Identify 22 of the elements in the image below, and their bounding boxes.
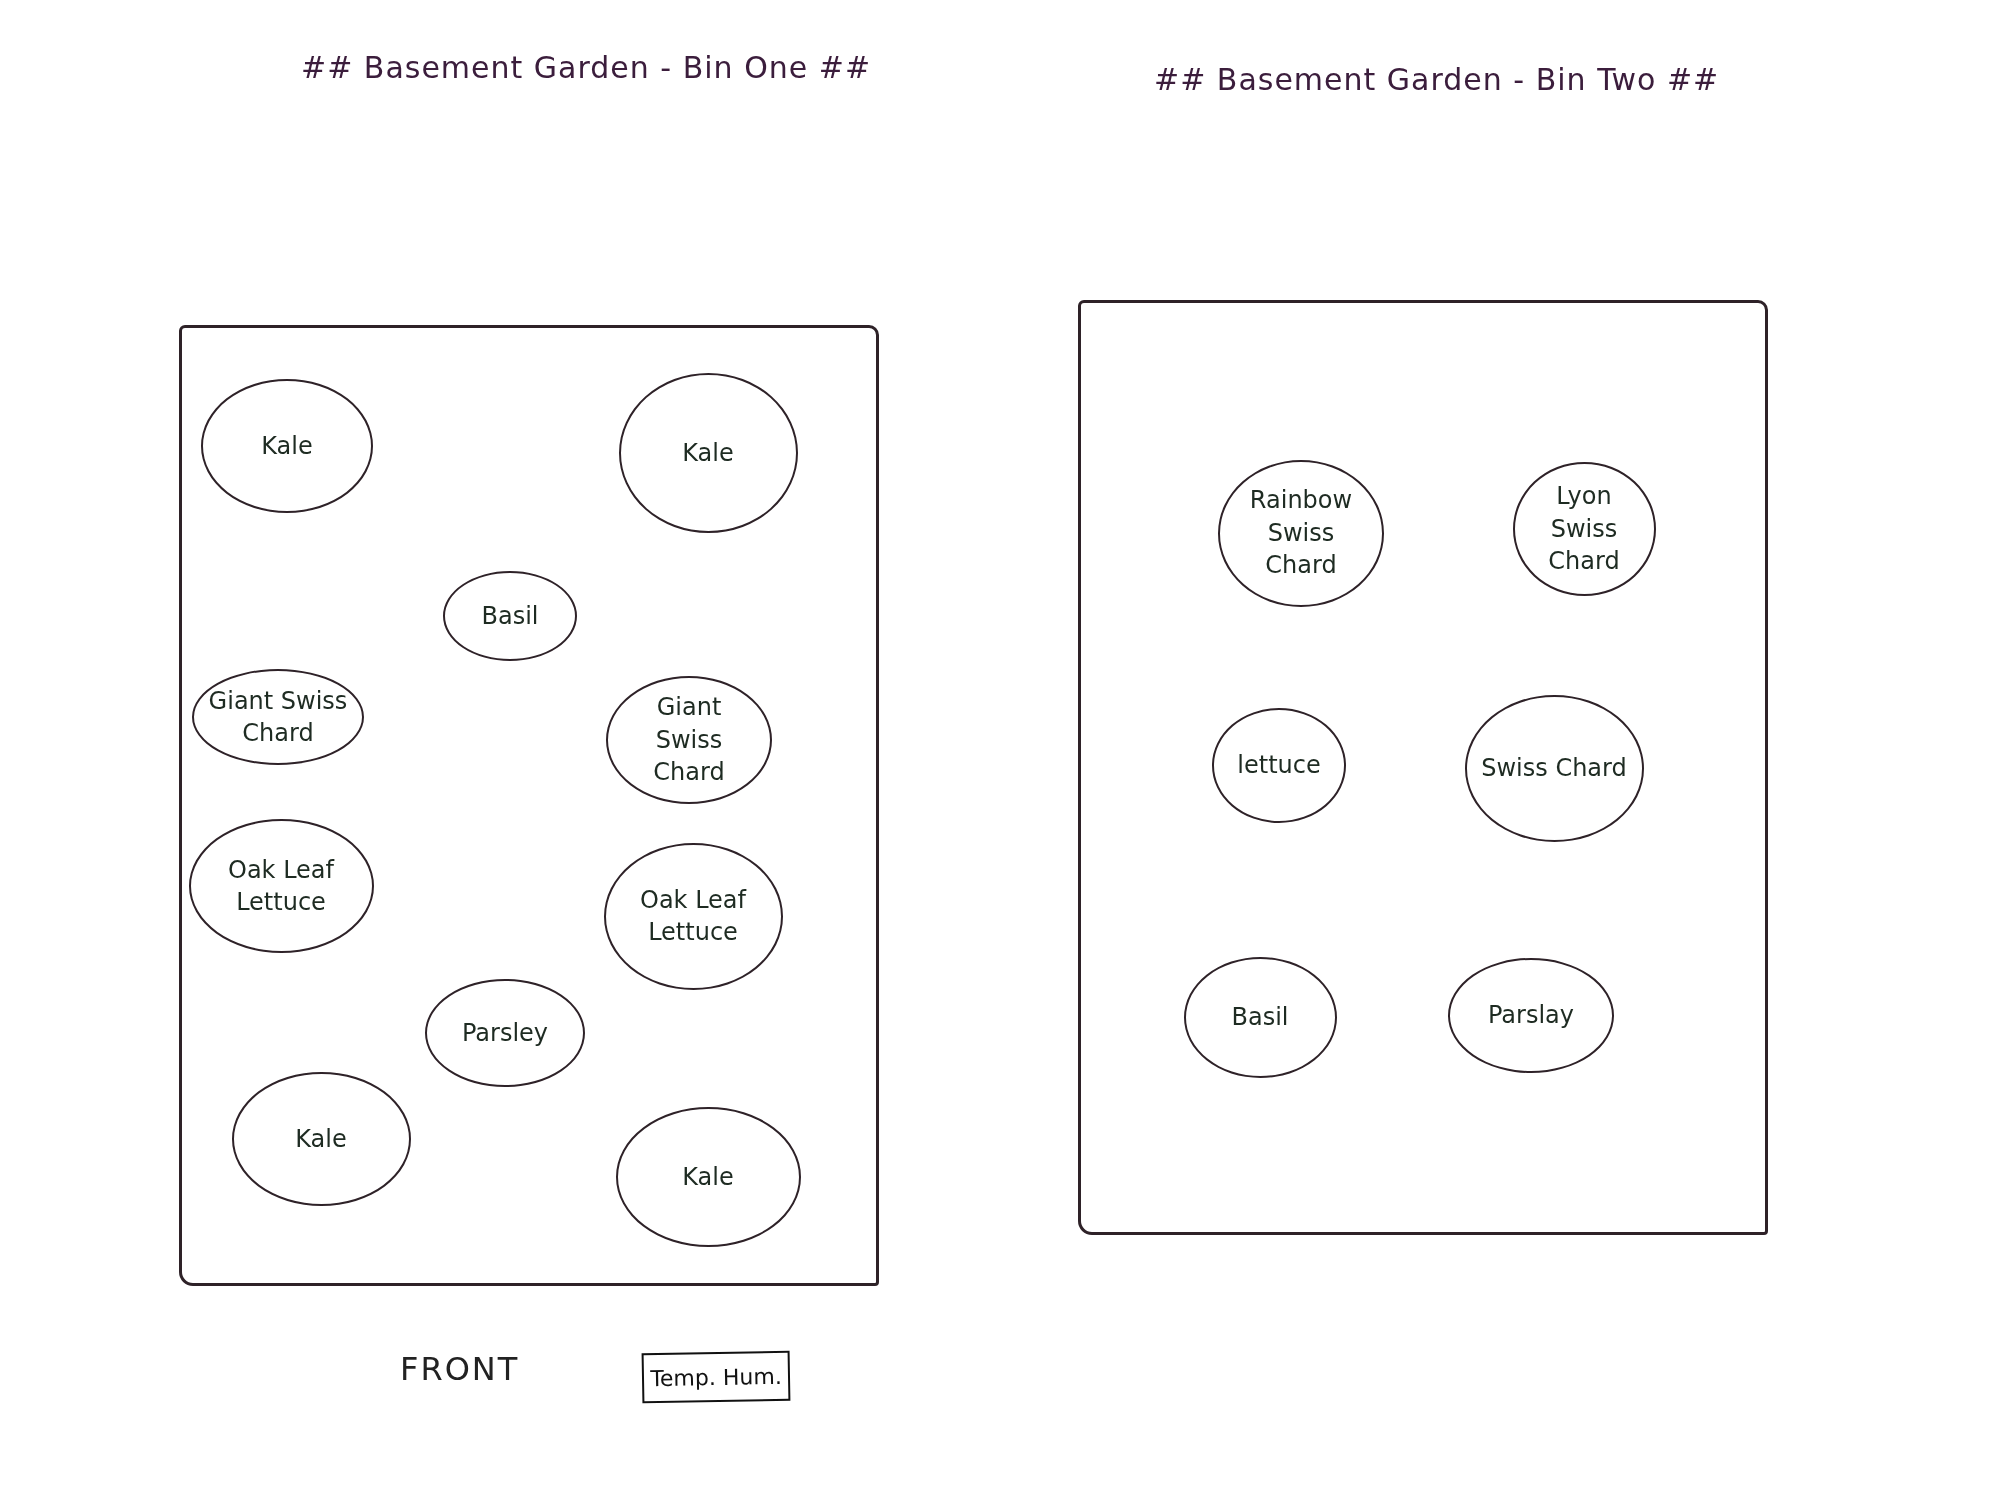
plant-circle: lettuce [1212,707,1346,823]
sensor-box: Temp. Hum. [641,1350,791,1404]
plant-circle: Oak Leaf Lettuce [603,842,783,990]
plant-circle: Kale [615,1107,801,1247]
plant-circle: Kale [201,379,373,513]
plant-circle: Parslay [1448,957,1614,1073]
plant-circle: Parsley [425,979,585,1087]
plant-circle: Basil [1183,956,1337,1078]
plant-circle: Giant Swiss Chard [192,669,364,765]
plant-circle: Kale [231,1072,411,1206]
plant-circle: Basil [443,571,577,661]
front-label: FRONT [400,1350,520,1388]
plant-circle: Giant Swiss Chard [606,676,772,804]
plant-circle: Swiss Chard [1464,694,1644,842]
plant-circle: Rainbow Swiss Chard [1218,459,1384,607]
bin-title: ## Basement Garden - Bin Two ## [1154,62,1720,97]
bin-title: ## Basement Garden - Bin One ## [301,50,872,85]
plant-circle: Oak Leaf Lettuce [188,819,374,953]
bin-outline [1078,300,1768,1235]
plant-circle: Lyon Swiss Chard [1512,462,1656,596]
bin-outline [179,325,879,1286]
plant-circle: Kale [618,373,798,533]
